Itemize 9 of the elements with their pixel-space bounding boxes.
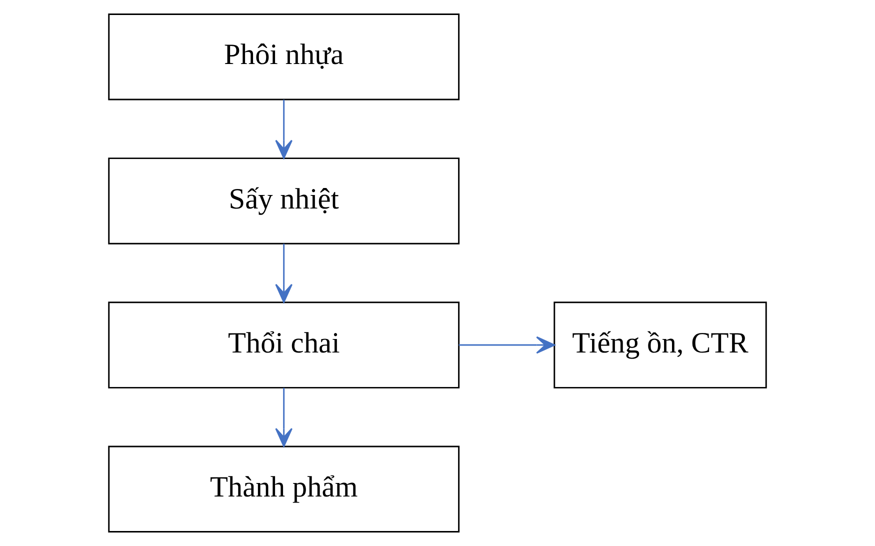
arrow xyxy=(458,336,556,354)
node-box: Phôi nhựa xyxy=(108,13,460,100)
node-box: Tiếng ồn, CTR xyxy=(554,302,767,388)
arrow xyxy=(275,388,293,447)
node-box: Thổi chai xyxy=(108,302,460,388)
node-box: Sấy nhiệt xyxy=(108,158,460,244)
arrow xyxy=(275,244,293,303)
arrow xyxy=(275,100,293,159)
node-box: Thành phẩm xyxy=(108,446,460,533)
